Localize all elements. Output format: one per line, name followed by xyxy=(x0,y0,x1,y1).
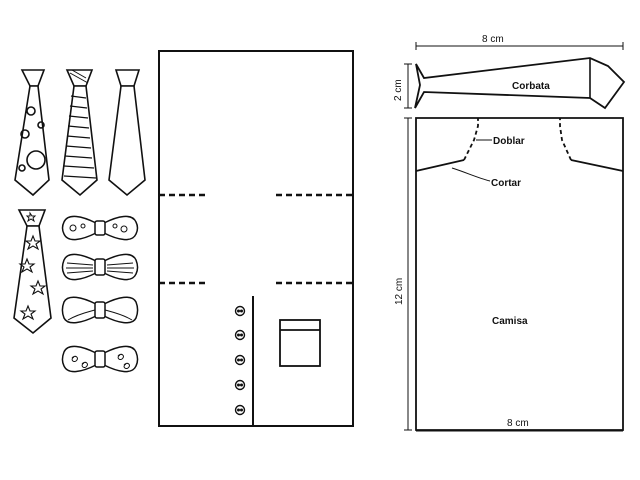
tie-template xyxy=(414,57,626,110)
shirt-button xyxy=(234,379,246,391)
shirt-button xyxy=(234,305,246,317)
dimension-tie-height xyxy=(404,63,412,109)
tie-striped xyxy=(61,69,98,197)
fold-label: Doblar xyxy=(493,136,525,147)
shirt-card xyxy=(158,50,354,427)
width-label: 8 cm xyxy=(482,34,504,45)
dimension-shirt-height xyxy=(404,117,412,431)
shirt-button xyxy=(234,329,246,341)
shirt-label: Camisa xyxy=(492,316,528,327)
bow-tie-plain xyxy=(61,296,139,324)
bow-tie-patterned xyxy=(61,215,139,241)
shirt-height-label: 12 cm xyxy=(394,278,405,305)
tie-label: Corbata xyxy=(512,81,550,92)
tie-polka-dot xyxy=(14,69,50,197)
dimension-top xyxy=(415,42,624,50)
shirt-template xyxy=(415,117,624,431)
tie-height-label: 2 cm xyxy=(393,79,404,101)
bow-tie-swirl xyxy=(61,345,139,373)
callout-lines xyxy=(451,139,492,182)
shirt-button xyxy=(234,354,246,366)
bottom-width-label: 8 cm xyxy=(507,418,529,429)
tie-plain xyxy=(108,69,146,197)
tie-stars xyxy=(13,209,52,335)
bow-tie-striped xyxy=(61,253,139,281)
shirt-pocket xyxy=(279,319,321,367)
cut-label: Cortar xyxy=(491,178,521,189)
shirt-buttons xyxy=(234,305,246,416)
shirt-button xyxy=(234,404,246,416)
